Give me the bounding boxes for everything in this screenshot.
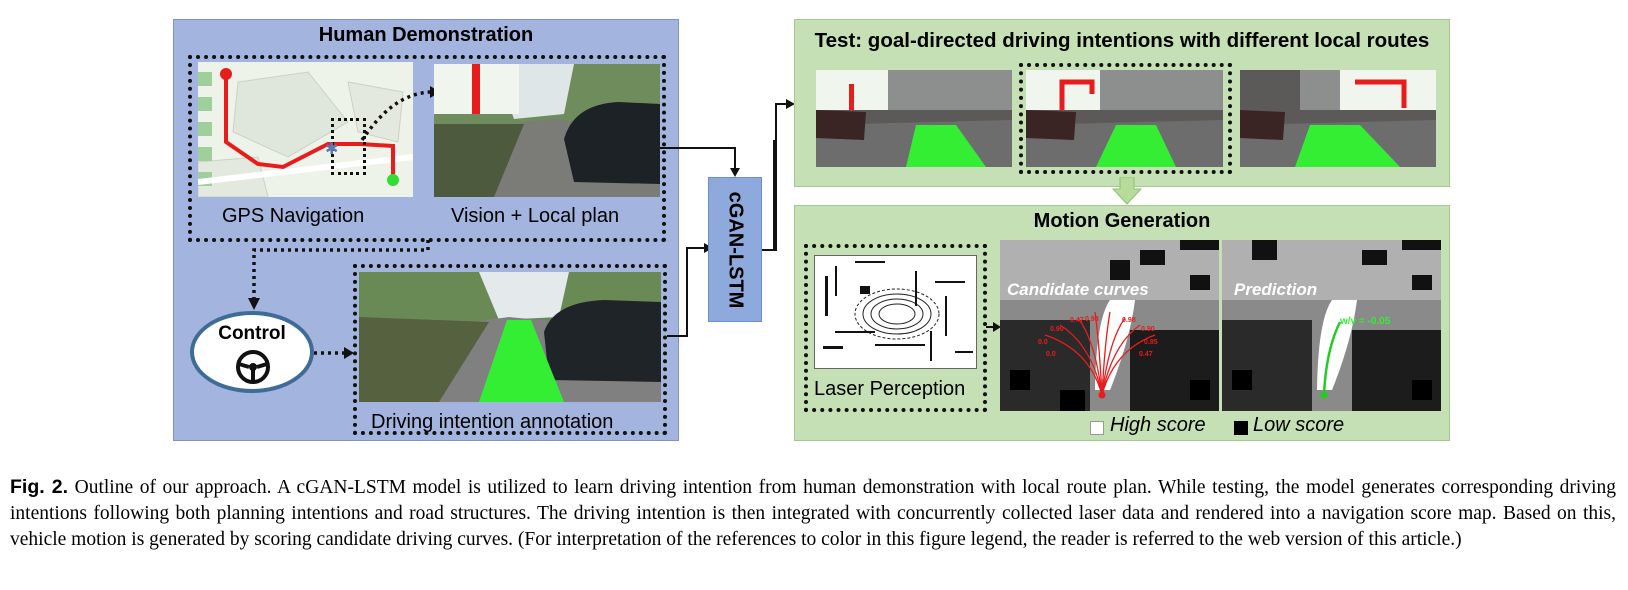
test-title: Test: goal-directed driving intentions w… [814, 29, 1430, 52]
vehicle-position-icon: ✱ [325, 141, 339, 158]
test-route-highlight-box [1019, 63, 1232, 174]
candidate-score-5: 0.0 [1038, 339, 1048, 346]
cgan-lstm-label: cGAN-LSTM [724, 191, 747, 308]
local-plan-crop-box [331, 118, 366, 175]
caption-text: Outline of our approach. A cGAN-LSTM mod… [10, 477, 1617, 550]
gps-to-control-arrow [248, 240, 430, 310]
figure-caption: Fig. 2. Outline of our approach. A cGAN-… [10, 474, 1616, 553]
prediction-score-map [1222, 240, 1441, 411]
vision-local-plan-label: Vision + Local plan [451, 205, 620, 227]
laser-to-candidate-arrow [986, 322, 1001, 332]
vision-local-plan-image [434, 64, 660, 197]
caption-label: Fig. 2. [10, 476, 69, 498]
low-score-label: Low score [1253, 414, 1345, 436]
low-score-swatch [1234, 421, 1248, 435]
gps-navigation-label: GPS Navigation [222, 205, 365, 227]
high-score-swatch [1090, 421, 1104, 435]
gps-map-image [198, 62, 413, 197]
laser-perception-label: Laser Perception [814, 378, 966, 400]
candidate-score-4: 0.90 [1141, 326, 1155, 333]
test-route-image-straight [816, 70, 1012, 167]
candidate-score-8: 0.47 [1139, 351, 1153, 358]
candidate-score-2: 0.98 [1085, 316, 1099, 323]
driving-intention-annotation-label: Driving intention annotation [371, 411, 614, 433]
candidate-curves-label: Candidate curves [1007, 280, 1149, 299]
control-node: Control [190, 311, 314, 393]
prediction-label: Prediction [1234, 280, 1318, 299]
steering-wheel-icon [236, 350, 270, 384]
annotation-group [353, 264, 667, 435]
candidate-score-9: 0.90 [1050, 326, 1064, 333]
candidate-score-3: 0.98 [1122, 317, 1136, 324]
crop-to-vision-arrow [360, 86, 440, 141]
high-score-label: High score [1110, 414, 1206, 436]
candidate-score-7: 0.0 [1046, 351, 1056, 358]
control-to-annotation-arrow [314, 347, 354, 359]
test-to-motion-arrow [1112, 177, 1142, 205]
candidate-curves-score-map [1000, 240, 1219, 411]
test-route-image-left-turn [1026, 70, 1223, 167]
candidate-score-6: 0.85 [1144, 339, 1158, 346]
prediction-value: w/v = -0.05 [1340, 316, 1391, 327]
laser-perception-image [814, 255, 977, 369]
cgan-lstm-model: cGAN-LSTM [708, 177, 762, 322]
candidate-score-1: 0.47 [1070, 317, 1084, 324]
control-label: Control [218, 323, 286, 344]
model-to-test-arrow [762, 99, 795, 251]
motion-generation-title: Motion Generation [1033, 210, 1211, 232]
laser-perception-group [804, 244, 987, 412]
driving-intention-annotation-image [359, 272, 661, 402]
test-route-image-right-turn [1240, 70, 1436, 167]
human-demonstration-title: Human Demonstration [318, 24, 534, 46]
